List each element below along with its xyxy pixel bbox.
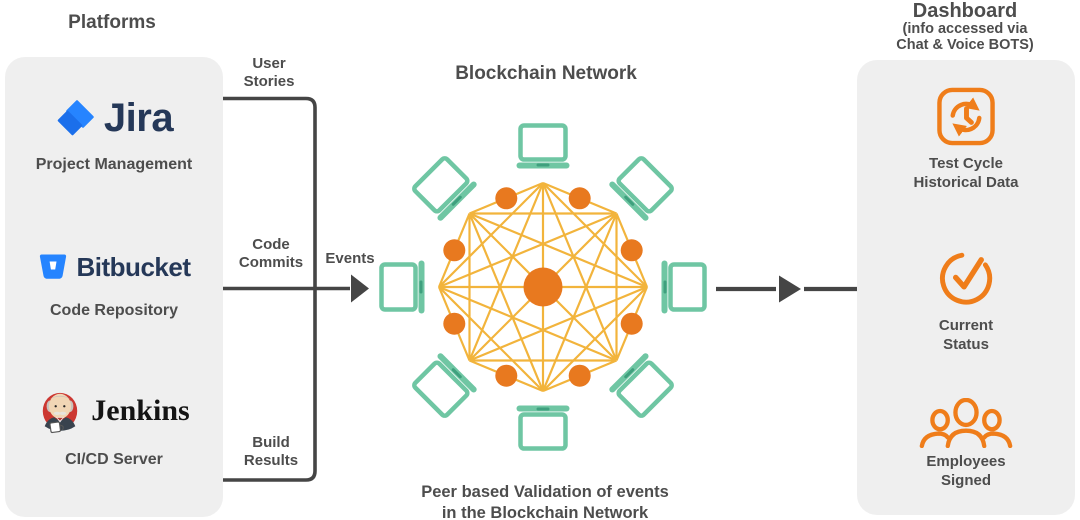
peer-laptop-icon — [608, 154, 676, 222]
jenkins-wordmark: Jenkins — [91, 394, 190, 427]
check-circle-icon — [940, 252, 993, 305]
dashboard-heading-block: Dashboard (info accessed via Chat & Voic… — [865, 0, 1065, 53]
dashboard-heading: Dashboard — [912, 0, 1018, 22]
jenkins-role-label: CI/CD Server — [65, 451, 163, 468]
jira-role-label: Project Management — [35, 156, 193, 173]
peer-laptop-icon — [382, 261, 425, 314]
user-stories-label: User Stories — [243, 55, 295, 90]
events-label: Events — [325, 250, 375, 267]
dashboard-subheading-line2: Chat & Voice BOTS) — [896, 36, 1034, 53]
network-caption: Peer based Validation of events in the B… — [421, 483, 669, 520]
bitbucket-logo-icon — [39, 254, 66, 279]
events-arrowhead — [351, 274, 369, 303]
jira-wordmark: Jira — [103, 95, 174, 140]
current-status-label: Current Status — [938, 317, 994, 353]
blockchain-network-graph — [382, 126, 705, 449]
peer-laptop-icon — [662, 261, 705, 314]
blockchain-network-title: Blockchain Network — [455, 63, 637, 84]
peer-laptop-icon — [410, 154, 478, 222]
code-commits-label: Code Commits — [238, 236, 304, 271]
test-cycle-label: Test Cycle Historical Data — [913, 155, 1019, 191]
bitbucket-role-label: Code Repository — [49, 302, 178, 319]
platforms-heading: Platforms — [68, 12, 156, 33]
jenkins-logo-row: Jenkins — [5, 385, 223, 437]
peer-laptop-icon — [517, 126, 570, 169]
build-results-label: Build Results — [243, 434, 299, 469]
employees-signed-label: Employees Signed — [926, 453, 1006, 489]
people-group-icon — [919, 398, 1013, 448]
peer-laptop-icon — [517, 406, 570, 449]
dashboard-subheading-line1: (info accessed via — [902, 21, 1028, 37]
platforms-panel: Jira Project Management Bitbucket Code R… — [5, 57, 223, 517]
bitbucket-logo-row: Bitbucket — [5, 249, 223, 285]
jira-logo-row: Jira — [5, 95, 223, 141]
dashboard-arrowhead — [779, 275, 801, 303]
jira-logo-icon — [57, 100, 94, 136]
dashboard-panel: Test Cycle Historical Data Current Statu… — [857, 60, 1075, 515]
peer-laptop-icon — [608, 352, 676, 420]
peer-laptop-icon — [410, 352, 478, 420]
history-clock-icon — [937, 87, 995, 146]
bitbucket-wordmark: Bitbucket — [76, 251, 191, 282]
jenkins-butler-icon — [43, 392, 78, 434]
